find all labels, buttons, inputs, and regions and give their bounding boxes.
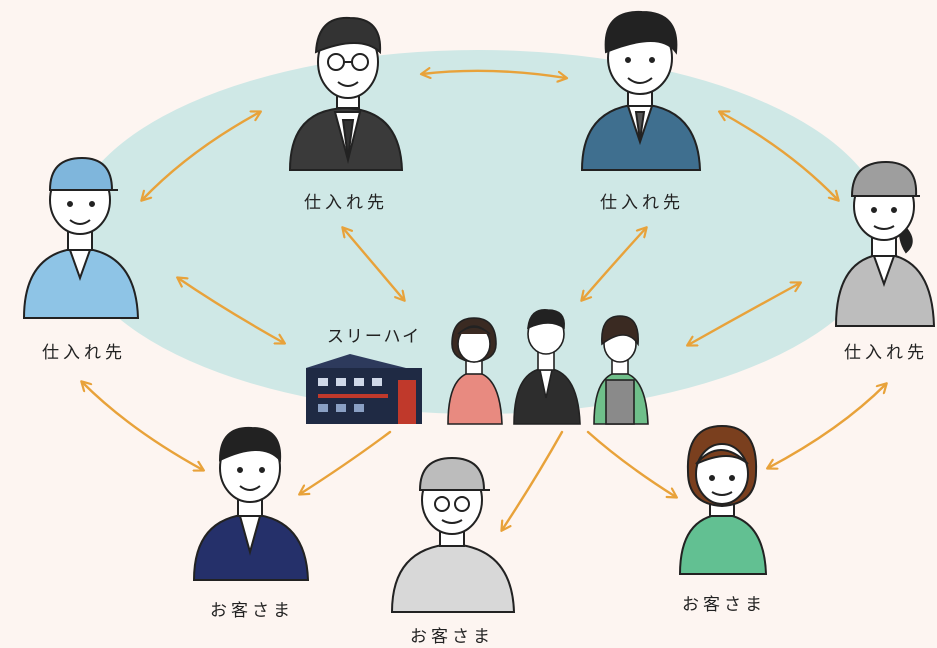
arrow-supplier1-company — [343, 228, 404, 300]
arrow-supplier4-company — [688, 283, 800, 345]
arrows — [82, 71, 886, 530]
worker-cap-light-blue-icon — [22, 156, 140, 319]
arrow-supplier3-customer1 — [82, 382, 203, 470]
worker-grey-cap-icon — [390, 456, 516, 613]
customer-label-1: お客さま — [210, 601, 294, 621]
supplier-label-3: 仕入れ先 — [42, 343, 126, 363]
arrow-supplier2-company — [582, 228, 646, 300]
supplier-label-4: 仕入れ先 — [844, 343, 928, 363]
staff-woman-apron-icon — [593, 315, 649, 425]
supplier-label-2: 仕入れ先 — [600, 193, 684, 213]
woman-green-top-icon — [678, 424, 768, 575]
staff-woman-pink-icon — [447, 317, 503, 425]
customer-label-2: お客さま — [410, 627, 494, 647]
worker-cap-woman-icon — [834, 160, 936, 327]
customer-label-3: お客さま — [682, 595, 766, 615]
supplier-label-1: 仕入れ先 — [304, 193, 388, 213]
arrow-supplier2-supplier4 — [720, 112, 838, 200]
arrow-supplier1-supplier2 — [422, 71, 566, 78]
company-label: スリーハイ — [326, 327, 422, 347]
arrow-company-customer3 — [586, 430, 676, 497]
arrow-supplier4-customer3 — [768, 384, 886, 468]
businessman-glasses-icon — [288, 16, 404, 171]
arrow-supplier3-company — [178, 278, 284, 343]
arrow-company-customer2 — [502, 430, 564, 530]
staff-man-suit-icon — [513, 309, 581, 425]
arrow-supplier1-supplier3 — [142, 112, 260, 200]
businessman-navy-suit-icon — [192, 426, 310, 581]
arrow-company-customer1 — [300, 430, 392, 494]
company-building-icon — [306, 354, 422, 424]
worker-blue-jacket-icon — [580, 10, 702, 171]
